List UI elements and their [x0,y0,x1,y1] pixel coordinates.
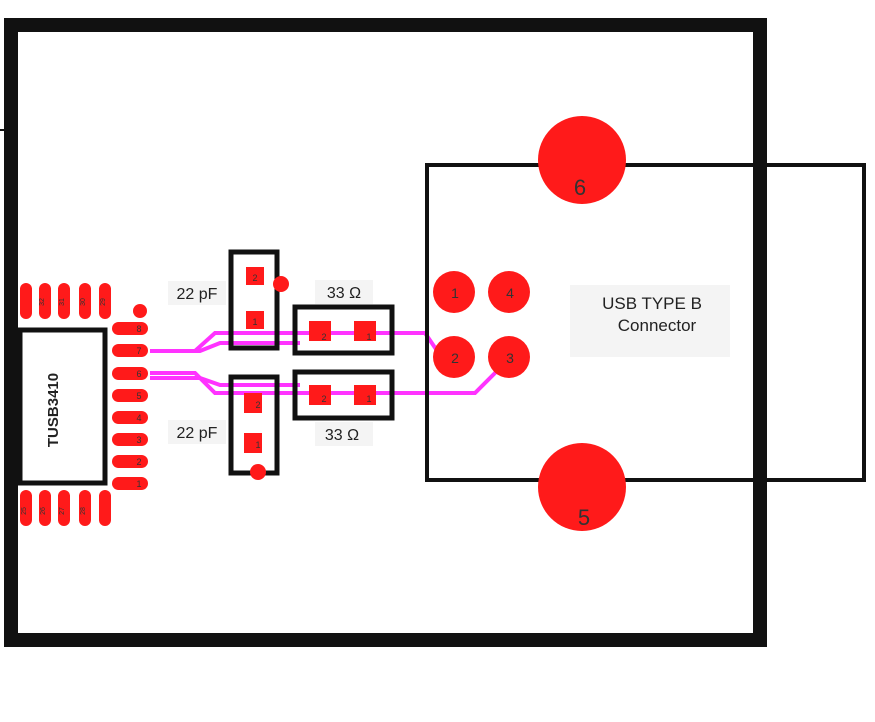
ic-pin1-marker [133,304,147,318]
ic-top-pin-29 [79,283,91,319]
ic-pin-2 [112,455,148,468]
connector-shield-pin-6-label: 6 [574,175,586,200]
ic-pin-6 [112,367,148,380]
ic-pin-1 [112,477,148,490]
ic-top-pin-label: 31 [59,298,66,306]
ic-pin-label: 1 [136,479,141,489]
ic-top-pin-label: 32 [39,298,46,306]
capacitor-top-outline [228,249,280,351]
trace-dplus-b [150,376,300,387]
ic-bottom-pin-28 [79,490,91,526]
ic-top-pin-label: 30 [80,298,87,306]
ic-pin-5 [112,389,148,402]
ic-bottom-pin-25 [20,490,32,526]
resistor-top: 2 1 33 Ω [292,280,395,356]
capacitor-top: 2 1 22 pF [168,249,289,351]
resistor-top-label-bg [315,280,373,304]
ic-pin-label: 6 [136,369,141,379]
trace-dplus [150,366,502,395]
ic-body [17,327,108,486]
capacitor-bottom-label: 22 pF [177,425,218,442]
capacitor-top-label-bg [168,281,226,305]
ic-pin-label: 2 [136,457,141,467]
resistor-top-outline [292,304,395,356]
connector-shield-pin-6 [538,116,626,204]
resistor-bottom: 2 1 33 Ω [292,369,395,446]
trace-dminus-b [150,341,300,353]
ic-pin-8 [112,322,148,335]
capacitor-top-pad1-label: 1 [252,317,257,327]
resistor-top-label: 33 Ω [327,285,361,302]
connector-pin-3-label: 3 [506,350,514,366]
ic-top-pin-32 [20,283,32,319]
ic-pin-3 [112,433,148,446]
resistor-top-pad-2 [309,321,331,341]
connector-shield-pin-5-label: 5 [578,505,590,530]
capacitor-top-pad-2 [246,267,264,285]
ic-top-pin-31 [39,283,51,319]
connector-outline [425,163,866,482]
ic-bottom-pin-label: 26 [40,507,47,515]
capacitor-top-pad2-label: 2 [252,273,257,283]
resistor-bottom-pad2-label: 2 [321,394,326,404]
connector-shield-pin-5 [538,443,626,531]
ic-tusb3410: TUSB3410 8 7 6 5 4 3 2 1 32 31 30 29 25 … [17,283,148,526]
connector-title-line1: USB TYPE B [602,294,702,313]
ic-top-pin-label: 29 [100,298,107,306]
ic-name: TUSB3410 [45,373,62,447]
connector-pin-4-label: 4 [506,285,514,301]
capacitor-bottom-via [250,464,266,480]
connector-pin-2-label: 2 [451,350,459,366]
capacitor-top-pad-1 [246,311,264,329]
connector-pin-1 [433,271,475,313]
connector-label-bg [570,285,730,357]
capacitor-bottom-label-bg [168,420,226,444]
capacitor-bottom-pad-2 [244,393,262,413]
resistor-top-pad1-label: 1 [366,332,371,342]
ic-pin-label: 3 [136,435,141,445]
resistor-bottom-pad1-label: 1 [366,394,371,404]
usb-type-b-connector: USB TYPE B Connector 1 4 2 3 6 5 [425,116,866,531]
resistor-bottom-pad-2 [309,385,331,405]
connector-pin-3 [488,336,530,378]
ic-bottom-pin-27 [58,490,70,526]
board-outline [4,18,767,647]
ic-bottom-pin-label: 27 [59,507,66,515]
connector-pin-1-label: 1 [451,285,459,301]
connector-title-line2: Connector [618,316,697,335]
ic-pin-4 [112,411,148,424]
connector-pin-2 [433,336,475,378]
connector-pin-4 [488,271,530,313]
ic-pin-label: 5 [136,391,141,401]
ic-bottom-pin-29 [99,490,111,526]
ic-top-pin-30 [58,283,70,319]
resistor-top-pad-1 [354,321,376,341]
resistor-bottom-label-bg [315,422,373,446]
capacitor-bottom: 2 1 22 pF [168,374,280,480]
capacitor-bottom-pad1-label: 1 [255,440,260,450]
ic-bottom-pin-26 [39,490,51,526]
ic-pin-label: 4 [136,413,141,423]
ic-pin-label: 8 [136,324,141,334]
resistor-bottom-outline [292,369,395,421]
ic-bottom-pin-label: 28 [80,507,87,515]
resistor-bottom-label: 33 Ω [325,427,359,444]
capacitor-top-label: 22 pF [177,286,218,303]
capacitor-top-via [273,276,289,292]
resistor-bottom-pad-1 [354,385,376,405]
resistor-top-pad2-label: 2 [321,332,326,342]
capacitor-bottom-pad2-label: 2 [255,400,260,410]
ic-pin-label: 7 [136,346,141,356]
ic-bottom-pin-label: 25 [21,507,28,515]
capacitor-bottom-pad-1 [244,433,262,453]
ic-top-pin-28a [99,283,111,319]
ic-pin-7 [112,344,148,357]
